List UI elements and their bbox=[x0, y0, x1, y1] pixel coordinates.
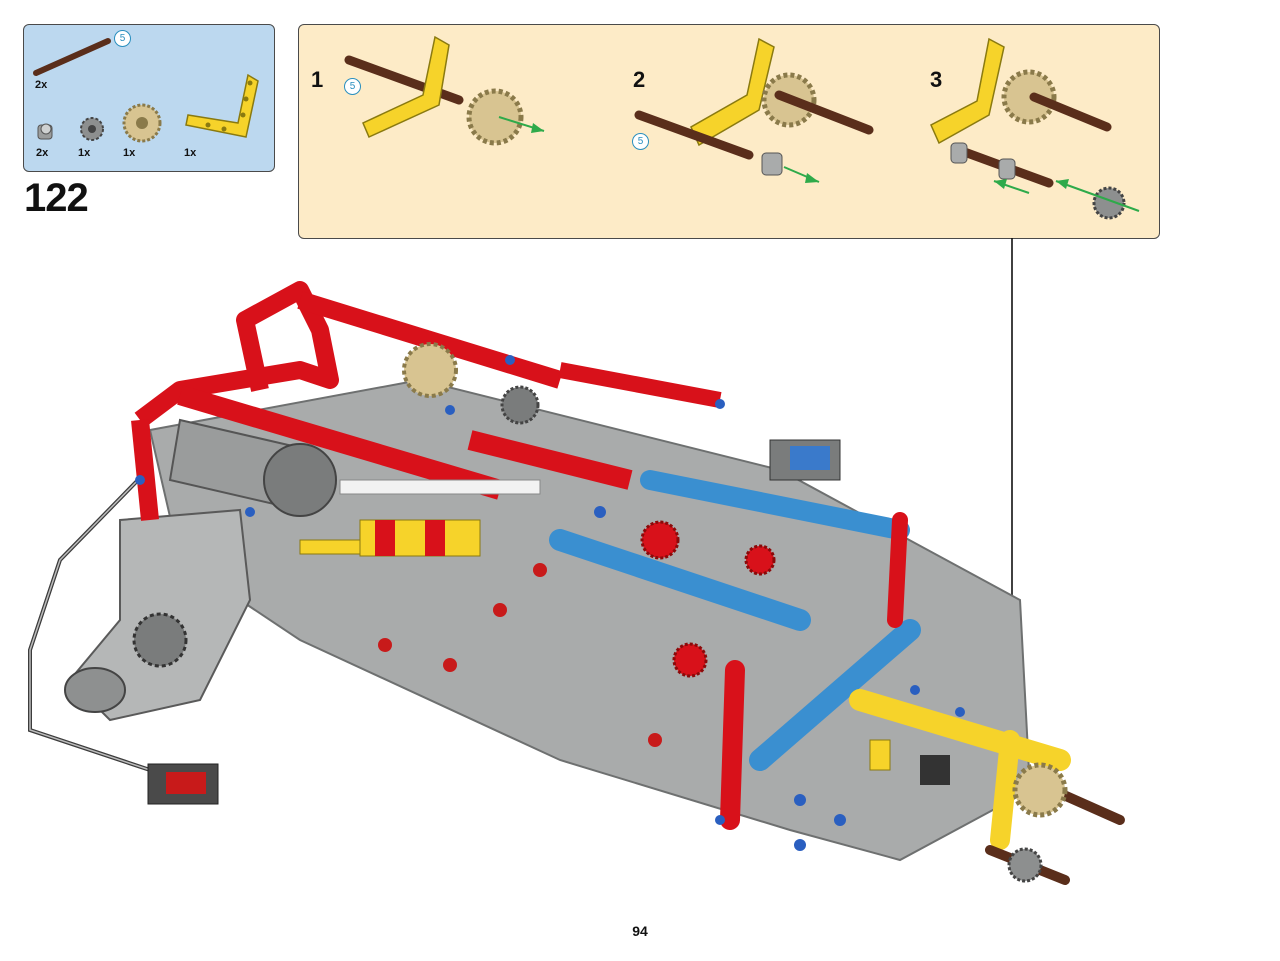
substep-2-number: 2 bbox=[633, 67, 646, 92]
substep-1-illustration bbox=[344, 35, 545, 146]
subassembly-illustrations bbox=[344, 35, 1140, 220]
red-gears bbox=[640, 520, 776, 678]
parts-illustrations bbox=[33, 38, 259, 143]
step-number: 122 bbox=[24, 176, 89, 220]
motor bbox=[168, 418, 337, 517]
substep-3-number: 3 bbox=[930, 67, 943, 92]
large-gear-part-icon bbox=[122, 103, 162, 143]
small-gear-quantity: 1x bbox=[78, 147, 91, 159]
left-gearbox bbox=[64, 508, 252, 722]
top-gears bbox=[402, 342, 540, 425]
page-number: 94 bbox=[632, 923, 648, 939]
bush-part-icon bbox=[37, 123, 53, 140]
parts-list-panel: 2x 5 2x 1x 1x 1x bbox=[23, 24, 275, 172]
center-drive bbox=[299, 479, 541, 557]
top-connector bbox=[769, 439, 841, 481]
substep-2-illustration bbox=[634, 37, 874, 183]
bush-quantity: 2x bbox=[36, 147, 49, 159]
substep-1-number: 1 bbox=[311, 67, 324, 92]
substep-1-axle-callout: 5 bbox=[344, 78, 361, 95]
axle-part-icon bbox=[33, 38, 111, 76]
large-gear-quantity: 1x bbox=[123, 147, 136, 159]
liftarm-quantity: 1x bbox=[184, 147, 197, 159]
attached-subassembly bbox=[849, 689, 1125, 885]
red-pins bbox=[378, 563, 662, 747]
subassembly-panel: 1 5 2 5 3 bbox=[298, 24, 1160, 239]
axle-length-callout: 5 bbox=[114, 30, 131, 47]
axle-quantity: 2x bbox=[35, 79, 48, 91]
red-uprights-right bbox=[720, 512, 908, 830]
substep-2-axle-callout: 5 bbox=[632, 133, 649, 150]
red-frame-top bbox=[131, 281, 722, 521]
blue-liftarms bbox=[549, 470, 921, 771]
connector-plug bbox=[147, 763, 219, 805]
small-gear-part-icon bbox=[80, 117, 104, 141]
substep-3-illustration bbox=[930, 37, 1140, 220]
blue-pins bbox=[135, 355, 965, 851]
chassis-base bbox=[148, 378, 1032, 862]
bent-liftarm-part-icon bbox=[185, 73, 259, 138]
